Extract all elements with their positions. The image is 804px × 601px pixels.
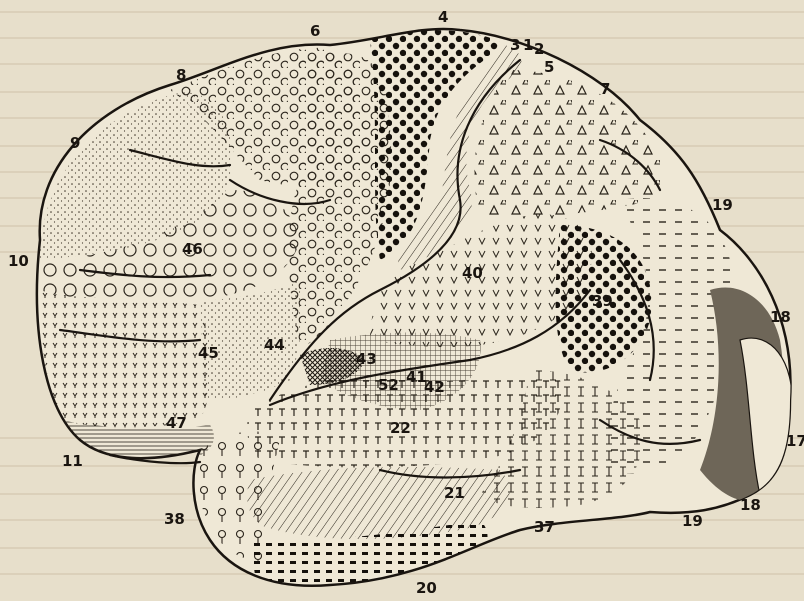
label-area-18-top: 18	[770, 308, 791, 326]
label-area-40: 40	[462, 264, 483, 282]
label-area-45: 45	[198, 344, 219, 362]
label-area-44: 44	[264, 336, 285, 354]
label-area-11: 11	[62, 452, 83, 470]
label-area-19-top: 19	[712, 196, 733, 214]
label-area-46: 46	[182, 240, 203, 258]
label-area-37: 37	[534, 518, 555, 536]
label-area-21: 21	[444, 484, 465, 502]
label-area-2: 2	[534, 40, 544, 58]
label-area-1: 1	[523, 36, 533, 54]
label-area-47: 47	[166, 414, 187, 432]
label-area-9: 9	[70, 134, 80, 152]
area-45-region	[40, 292, 212, 428]
label-area-22: 22	[390, 419, 411, 437]
label-area-8: 8	[176, 66, 186, 84]
label-area-52: 52	[378, 376, 399, 394]
label-area-20: 20	[416, 579, 437, 597]
label-area-4: 4	[438, 8, 448, 26]
label-area-43: 43	[356, 350, 377, 368]
label-area-39: 39	[592, 292, 613, 310]
label-area-6: 6	[310, 22, 320, 40]
label-area-42: 42	[424, 378, 445, 396]
label-area-18-bottom: 18	[740, 496, 761, 514]
label-area-17: 17	[786, 432, 804, 450]
label-area-5: 5	[544, 58, 554, 76]
label-area-10: 10	[8, 252, 29, 270]
label-area-38: 38	[164, 510, 185, 528]
label-area-3: 3	[510, 36, 520, 54]
label-area-19-bottom: 19	[682, 512, 703, 530]
label-area-7: 7	[600, 80, 610, 98]
